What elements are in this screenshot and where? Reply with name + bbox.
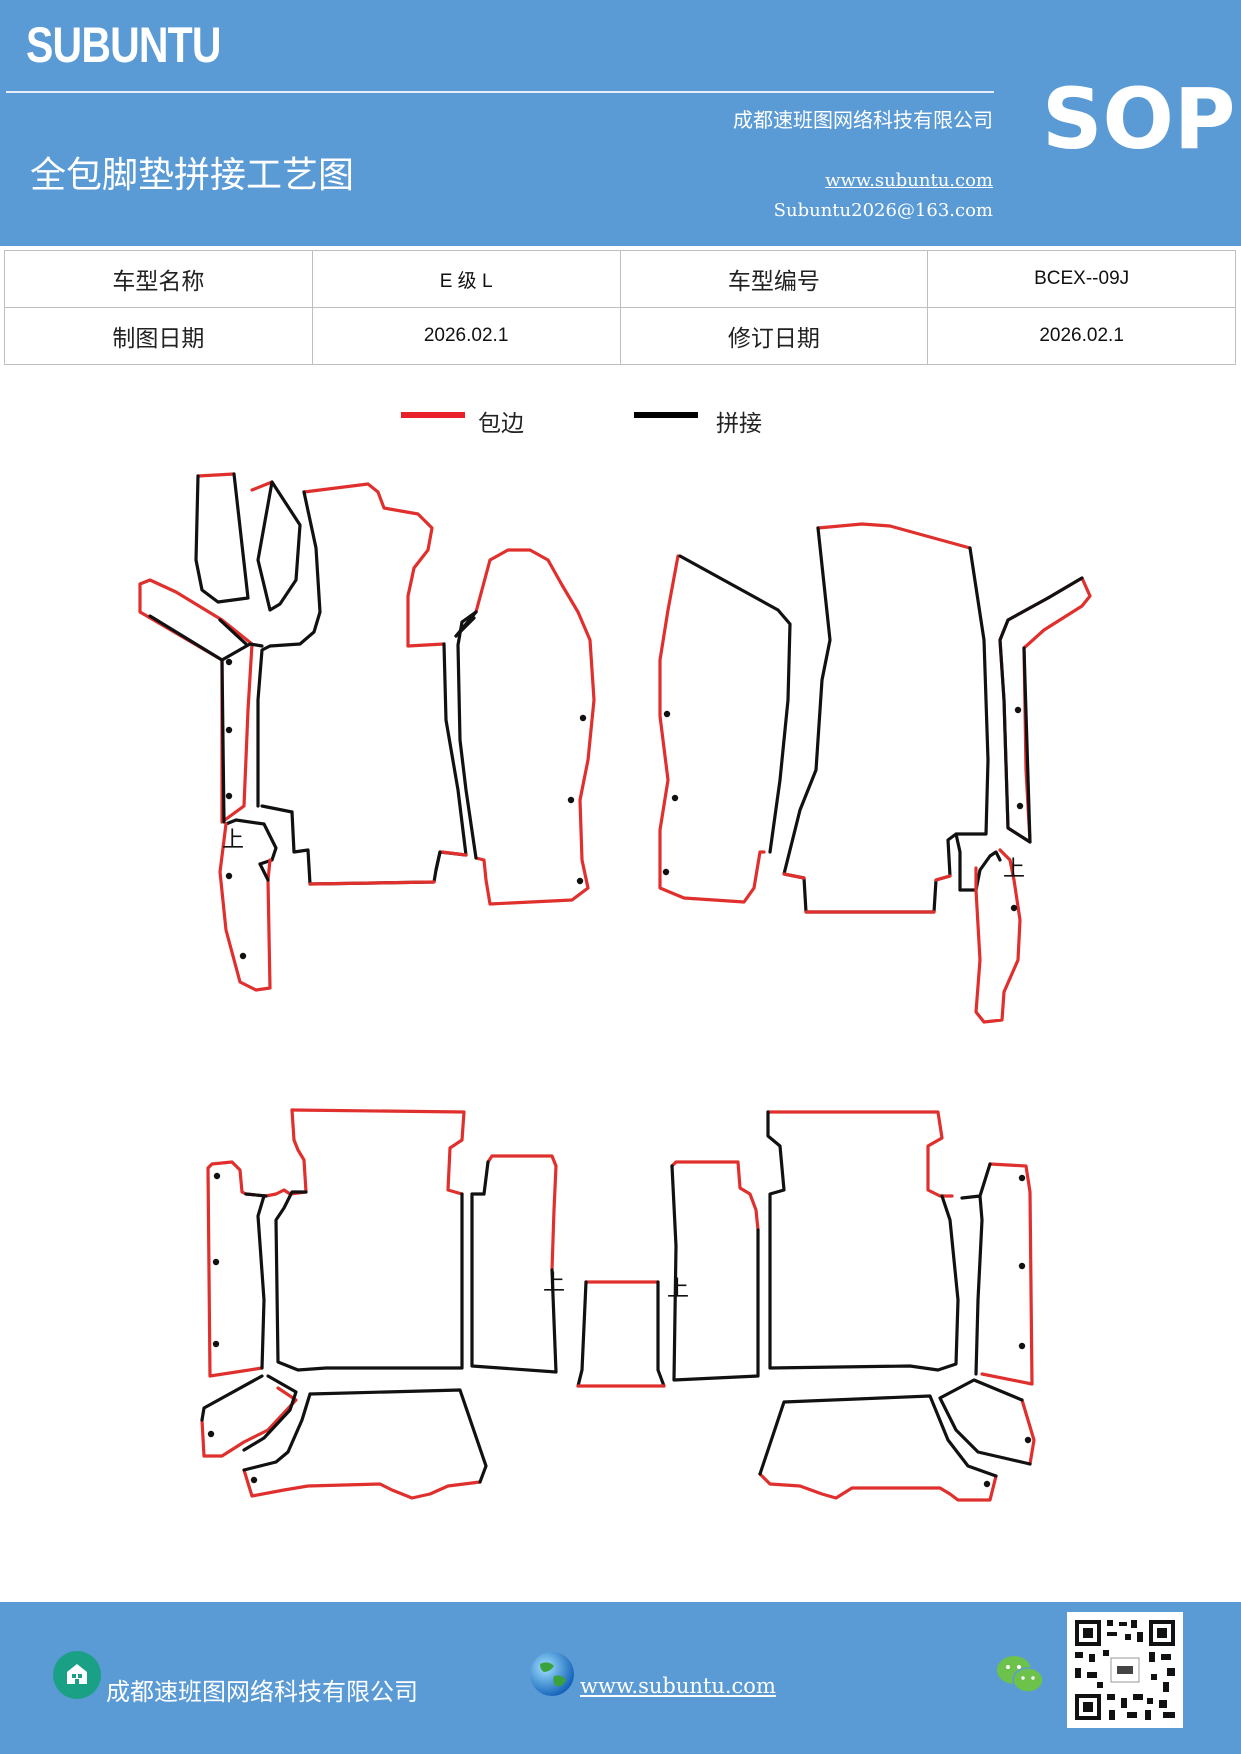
- table-row: 车型名称 E 级 L 车型编号 BCEX--09J: [4, 250, 1236, 308]
- sop-badge: SOP: [1042, 70, 1236, 168]
- marker-dots: [207, 658, 1032, 1488]
- email-address: Subuntu2026@163.com: [773, 200, 993, 221]
- rear-center-mat: [576, 1280, 666, 1388]
- draw-date-value: 2026.02.1: [311, 307, 621, 365]
- legend: 包边 拼接: [0, 402, 1241, 442]
- rear-left-mat: [200, 1108, 558, 1500]
- rear-right-mat: [670, 1110, 1036, 1502]
- header-divider: [6, 91, 994, 93]
- header-banner: SUBUNTU 成都速班图网络科技有限公司 SOP 全包脚垫拼接工艺图 www.…: [0, 0, 1241, 246]
- website-link[interactable]: www.subuntu.com: [825, 170, 993, 191]
- up-marker: 上: [222, 828, 244, 853]
- legend-seam-swatch: [634, 412, 698, 418]
- building-icon: [53, 1651, 101, 1699]
- globe-icon: [530, 1652, 574, 1696]
- footer-company-name: 成都速班图网络科技有限公司: [106, 1678, 418, 1706]
- revise-date-label: 修订日期: [619, 307, 929, 365]
- draw-date-label: 制图日期: [4, 307, 313, 365]
- company-name: 成都速班图网络科技有限公司: [733, 108, 993, 132]
- model-name-label: 车型名称: [4, 250, 313, 308]
- brand-logo: SUBUNTU: [26, 17, 222, 73]
- legend-edge-swatch: [401, 412, 465, 418]
- up-marker: 上: [543, 1271, 565, 1296]
- up-marker: 上: [1003, 857, 1025, 882]
- legend-seam-label: 拼接: [716, 411, 762, 437]
- model-code-label: 车型编号: [619, 250, 929, 308]
- front-right-mat: [658, 522, 1092, 1024]
- floor-mat-diagram: 上 上 上 上: [138, 472, 1092, 1502]
- table-row: 制图日期 2026.02.1 修订日期 2026.02.1: [4, 307, 1236, 365]
- page-title: 全包脚垫拼接工艺图: [30, 155, 355, 196]
- model-name-value: E 级 L: [311, 250, 621, 308]
- up-marker: 上: [667, 1277, 689, 1302]
- footer-banner: 成都速班图网络科技有限公司 www.subuntu.com: [0, 1602, 1241, 1754]
- up-markers: 上 上 上 上: [222, 828, 1025, 1302]
- model-code-value: BCEX--09J: [927, 250, 1236, 308]
- legend-edge-label: 包边: [478, 411, 524, 437]
- qr-code: [1067, 1612, 1183, 1728]
- info-table: 车型名称 E 级 L 车型编号 BCEX--09J 制图日期 2026.02.1…: [4, 250, 1236, 365]
- front-left-mat: [138, 472, 596, 992]
- revise-date-value: 2026.02.1: [927, 307, 1236, 365]
- footer-website-link[interactable]: www.subuntu.com: [580, 1674, 776, 1698]
- wechat-icon[interactable]: [996, 1654, 1044, 1696]
